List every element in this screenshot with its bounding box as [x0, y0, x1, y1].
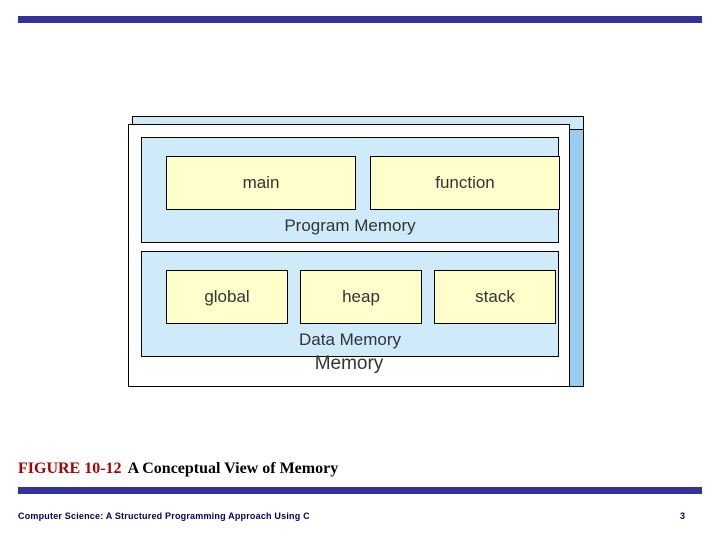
cell-main: main — [166, 156, 356, 210]
program-memory-band: main function Program Memory — [141, 137, 560, 243]
figure-title: A Conceptual View of Memory — [127, 460, 339, 477]
memory-box-3d-side — [568, 122, 584, 387]
cell-heap: heap — [300, 270, 422, 324]
cell-stack: stack — [434, 270, 556, 324]
memory-box: main function Program Memory global heap… — [128, 124, 570, 387]
figure-label: FIGURE 10-12 — [18, 460, 122, 477]
top-rule — [18, 16, 702, 23]
footer-page-number: 3 — [680, 511, 686, 521]
figure-caption: FIGURE 10-12 A Conceptual View of Memory — [18, 460, 702, 478]
memory-diagram: main function Program Memory global heap… — [128, 112, 588, 387]
cell-function: function — [370, 156, 560, 210]
program-memory-label: Program Memory — [284, 216, 416, 235]
data-memory-label: Data Memory — [298, 330, 402, 349]
cell-global: global — [166, 270, 288, 324]
data-memory-band: global heap stack Data Memory — [141, 251, 559, 357]
memory-label: Memory — [314, 353, 384, 374]
bottom-rule — [18, 487, 702, 494]
footer-book-title: Computer Science: A Structured Programmi… — [18, 511, 310, 521]
